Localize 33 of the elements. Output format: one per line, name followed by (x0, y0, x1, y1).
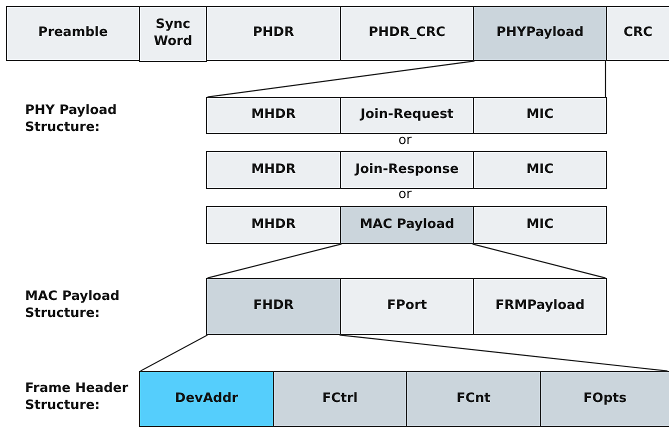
expansion-line (207, 60, 475, 98)
row-heading: Frame Header Structure: (25, 381, 130, 415)
frame-field-box: PHYPayload (473, 6, 607, 61)
frame-field-box: PHDR (206, 6, 341, 61)
frame-field-box: FHDR (206, 278, 341, 335)
frame-field-box: CRC (606, 6, 669, 61)
frame-field-box: MIC (473, 206, 607, 244)
frame-field-box: MHDR (206, 206, 341, 244)
frame-field-box: MIC (473, 151, 607, 189)
frame-field-box: DevAddr (139, 371, 274, 427)
frame-field-box: Join-Request (340, 97, 474, 134)
frame-field-box: Sync Word (139, 6, 207, 62)
expansion-line (339, 334, 668, 372)
expansion-line (140, 334, 208, 372)
expansion-line (472, 243, 606, 279)
frame-field-box: FOpts (540, 371, 669, 427)
expansion-line (207, 243, 342, 279)
frame-field-box: MIC (473, 97, 607, 134)
frame-field-box: MHDR (206, 97, 341, 134)
frame-field-box: FCnt (406, 371, 541, 427)
alternative-text: or (397, 187, 413, 204)
frame-field-box: Join-Response (340, 151, 474, 189)
alternative-text: or (397, 133, 413, 150)
row-heading: PHY Payload Structure: (25, 103, 118, 137)
frame-field-box: MHDR (206, 151, 341, 189)
frame-field-box: Preamble (6, 6, 140, 61)
frame-field-box: FCtrl (273, 371, 407, 427)
frame-field-box: FRMPayload (473, 278, 607, 335)
frame-field-box: MAC Payload (340, 206, 474, 244)
frame-field-box: FPort (340, 278, 474, 335)
frame-field-box: PHDR_CRC (340, 6, 474, 61)
row-heading: MAC Payload Structure: (25, 289, 121, 323)
expansion-line (604, 61, 606, 97)
